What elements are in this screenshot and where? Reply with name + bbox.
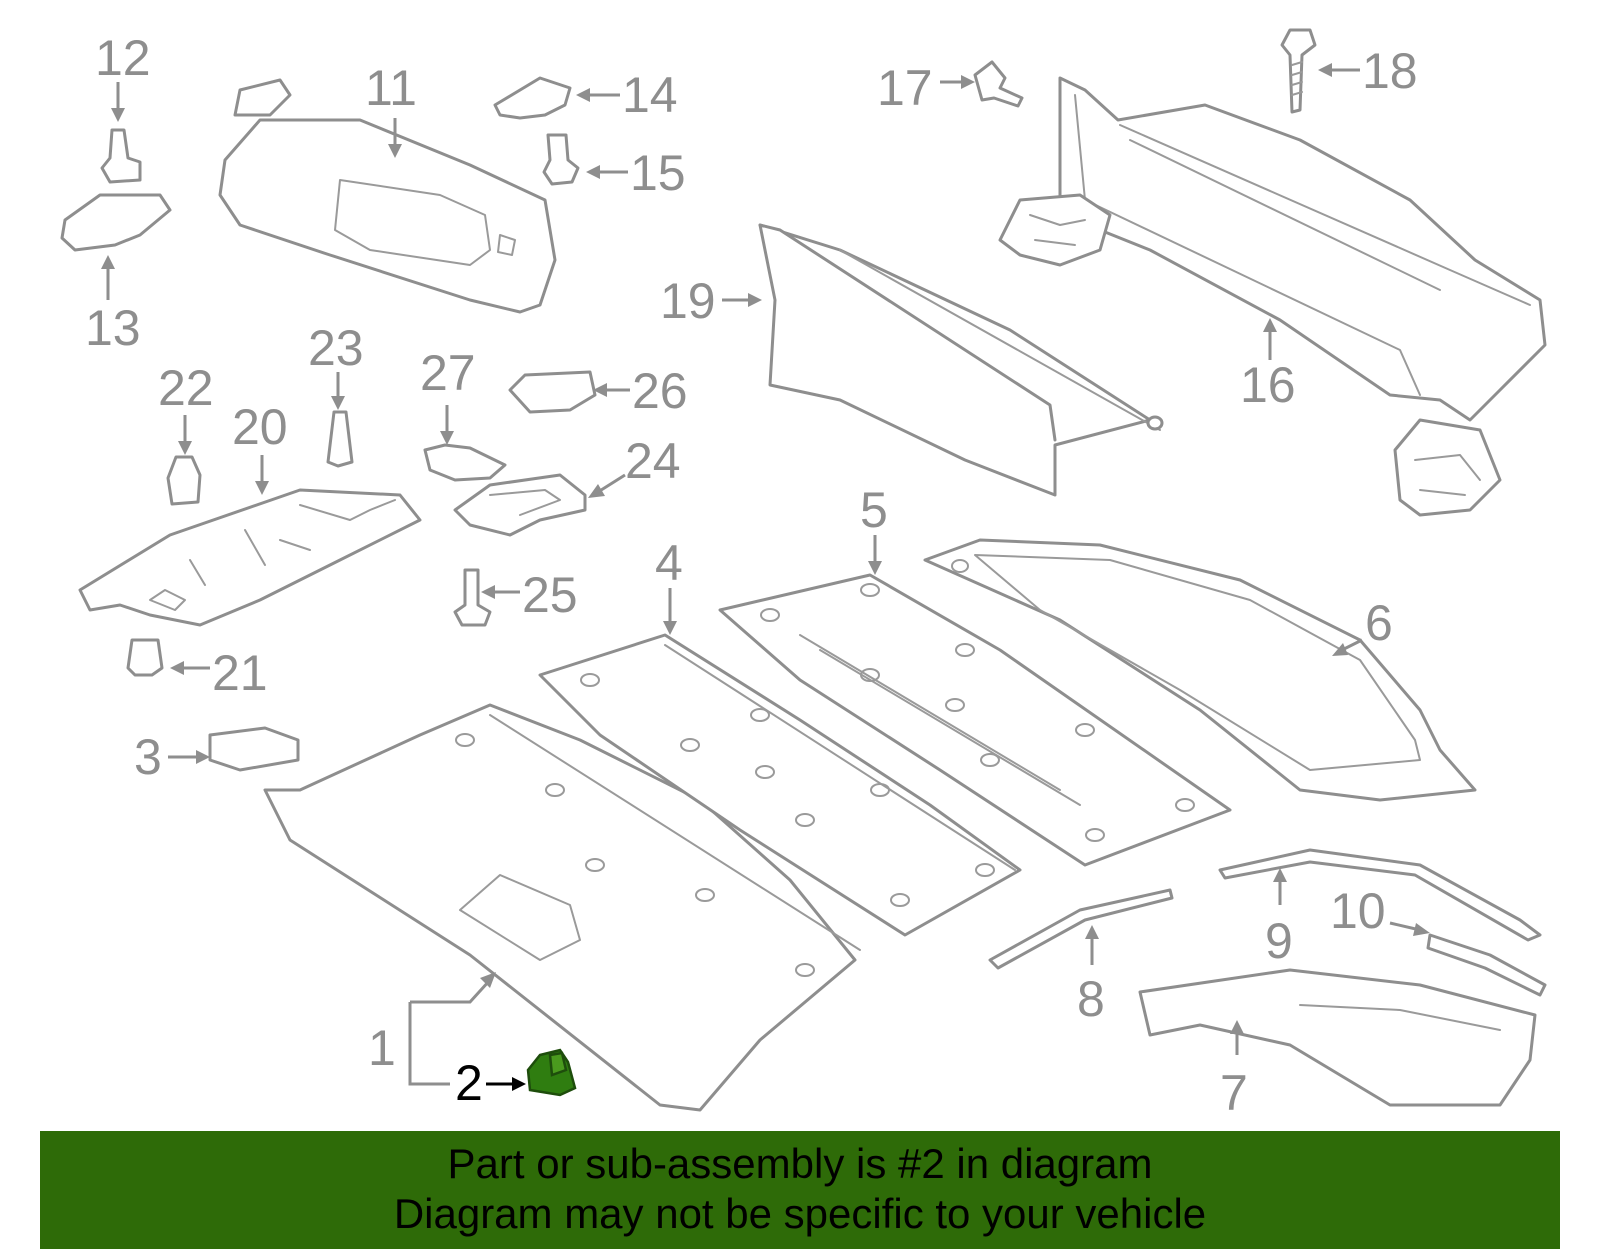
part-5-roof-panel-middle[interactable] — [718, 573, 1232, 867]
part-17-push-pin[interactable] — [973, 60, 1024, 108]
callout-label-23: 23 — [308, 320, 364, 376]
part-2-clip-highlighted[interactable] — [526, 1048, 577, 1097]
banner-part-notice: Part or sub-assembly is #2 in diagram — [447, 1140, 1153, 1187]
callout-label-11: 11 — [365, 60, 417, 116]
callout-11: 11 — [365, 60, 417, 158]
part-11-sun-visor[interactable] — [218, 78, 557, 314]
part-4-roof-panel-front[interactable] — [538, 633, 1022, 937]
parts-diagram: 1 2 3 4 5 6 7 8 9 10 — [60, 28, 1547, 1121]
callout-7: 7 — [1220, 1020, 1248, 1121]
callout-label-24: 24 — [625, 433, 681, 489]
callout-6: 6 — [1332, 595, 1393, 656]
callout-15: 15 — [586, 145, 686, 201]
callout-17: 17 — [877, 60, 975, 116]
callout-label-22: 22 — [158, 360, 214, 416]
callout-label-8: 8 — [1077, 971, 1105, 1027]
part-16-roof-frame[interactable] — [998, 76, 1547, 517]
callout-label-27: 27 — [420, 345, 476, 401]
callout-label-16: 16 — [1240, 357, 1296, 413]
callout-label-6: 6 — [1365, 595, 1393, 651]
part-22-plug[interactable] — [166, 455, 202, 506]
part-3-pad[interactable] — [208, 726, 300, 772]
part-15-grommet[interactable] — [542, 133, 580, 186]
callout-label-17: 17 — [877, 60, 933, 116]
callout-label-2: 2 — [455, 1055, 483, 1111]
callout-22: 22 — [158, 360, 214, 455]
callout-4: 4 — [655, 535, 683, 635]
part-19-sunshade[interactable] — [758, 223, 1164, 497]
callout-12: 12 — [95, 30, 151, 122]
callout-9: 9 — [1265, 868, 1293, 969]
part-18-bolt[interactable] — [1280, 28, 1317, 114]
callout-13: 13 — [85, 255, 141, 356]
callout-5: 5 — [860, 482, 888, 575]
callout-label-14: 14 — [622, 67, 678, 123]
callout-18: 18 — [1318, 43, 1418, 99]
callout-21: 21 — [170, 645, 268, 701]
callout-19: 19 — [660, 273, 762, 329]
callout-label-25: 25 — [522, 567, 578, 623]
callout-label-3: 3 — [134, 729, 162, 785]
part-20-console-trim[interactable] — [78, 488, 422, 627]
callout-label-1: 1 — [368, 1020, 396, 1076]
part-23-pin[interactable] — [326, 410, 354, 468]
part-8-trim-strip[interactable] — [988, 888, 1174, 970]
callout-label-26: 26 — [632, 363, 688, 419]
callout-label-9: 9 — [1265, 913, 1293, 969]
callout-label-20: 20 — [232, 399, 288, 455]
callout-20: 20 — [232, 399, 288, 495]
callout-label-4: 4 — [655, 535, 683, 591]
part-9-trim-strip[interactable] — [1218, 848, 1542, 942]
callout-10: 10 — [1330, 883, 1430, 939]
callout-16: 16 — [1240, 318, 1296, 413]
part-info-banner: Part or sub-assembly is #2 in diagram Di… — [40, 1131, 1560, 1249]
callout-25: 25 — [481, 567, 578, 623]
part-24-hinge-bracket[interactable] — [453, 473, 587, 537]
callout-23: 23 — [308, 320, 364, 410]
callout-label-5: 5 — [860, 482, 888, 538]
part-6-roof-panel-rear[interactable] — [923, 538, 1477, 802]
callout-label-15: 15 — [630, 145, 686, 201]
part-12-clip[interactable] — [100, 128, 142, 184]
part-21-bushing[interactable] — [126, 638, 164, 677]
banner-disclaimer: Diagram may not be specific to your vehi… — [393, 1190, 1207, 1237]
callout-label-12: 12 — [95, 30, 151, 86]
callout-8: 8 — [1077, 925, 1105, 1027]
callout-label-18: 18 — [1362, 43, 1418, 99]
callout-label-7: 7 — [1220, 1065, 1248, 1121]
callout-label-19: 19 — [660, 273, 716, 329]
callout-label-10: 10 — [1330, 883, 1386, 939]
callout-label-13: 13 — [85, 300, 141, 356]
part-25-screw[interactable] — [453, 568, 492, 627]
part-26-cover[interactable] — [508, 370, 597, 414]
part-1-headliner[interactable] — [263, 703, 861, 1112]
callout-26: 26 — [593, 363, 688, 419]
callout-3: 3 — [134, 729, 210, 785]
callout-14: 14 — [576, 67, 678, 123]
part-13-visor-clip[interactable] — [60, 193, 172, 252]
callout-1: 1 — [368, 972, 496, 1086]
callout-2: 2 — [455, 1055, 526, 1111]
part-10-trim-strip[interactable] — [1426, 933, 1547, 997]
callout-27: 27 — [420, 345, 476, 445]
part-14-bracket[interactable] — [493, 76, 572, 120]
part-27-cover[interactable] — [423, 443, 507, 482]
callout-label-21: 21 — [212, 645, 268, 701]
part-7-rear-trim[interactable] — [1138, 968, 1537, 1107]
callout-24: 24 — [588, 433, 681, 498]
